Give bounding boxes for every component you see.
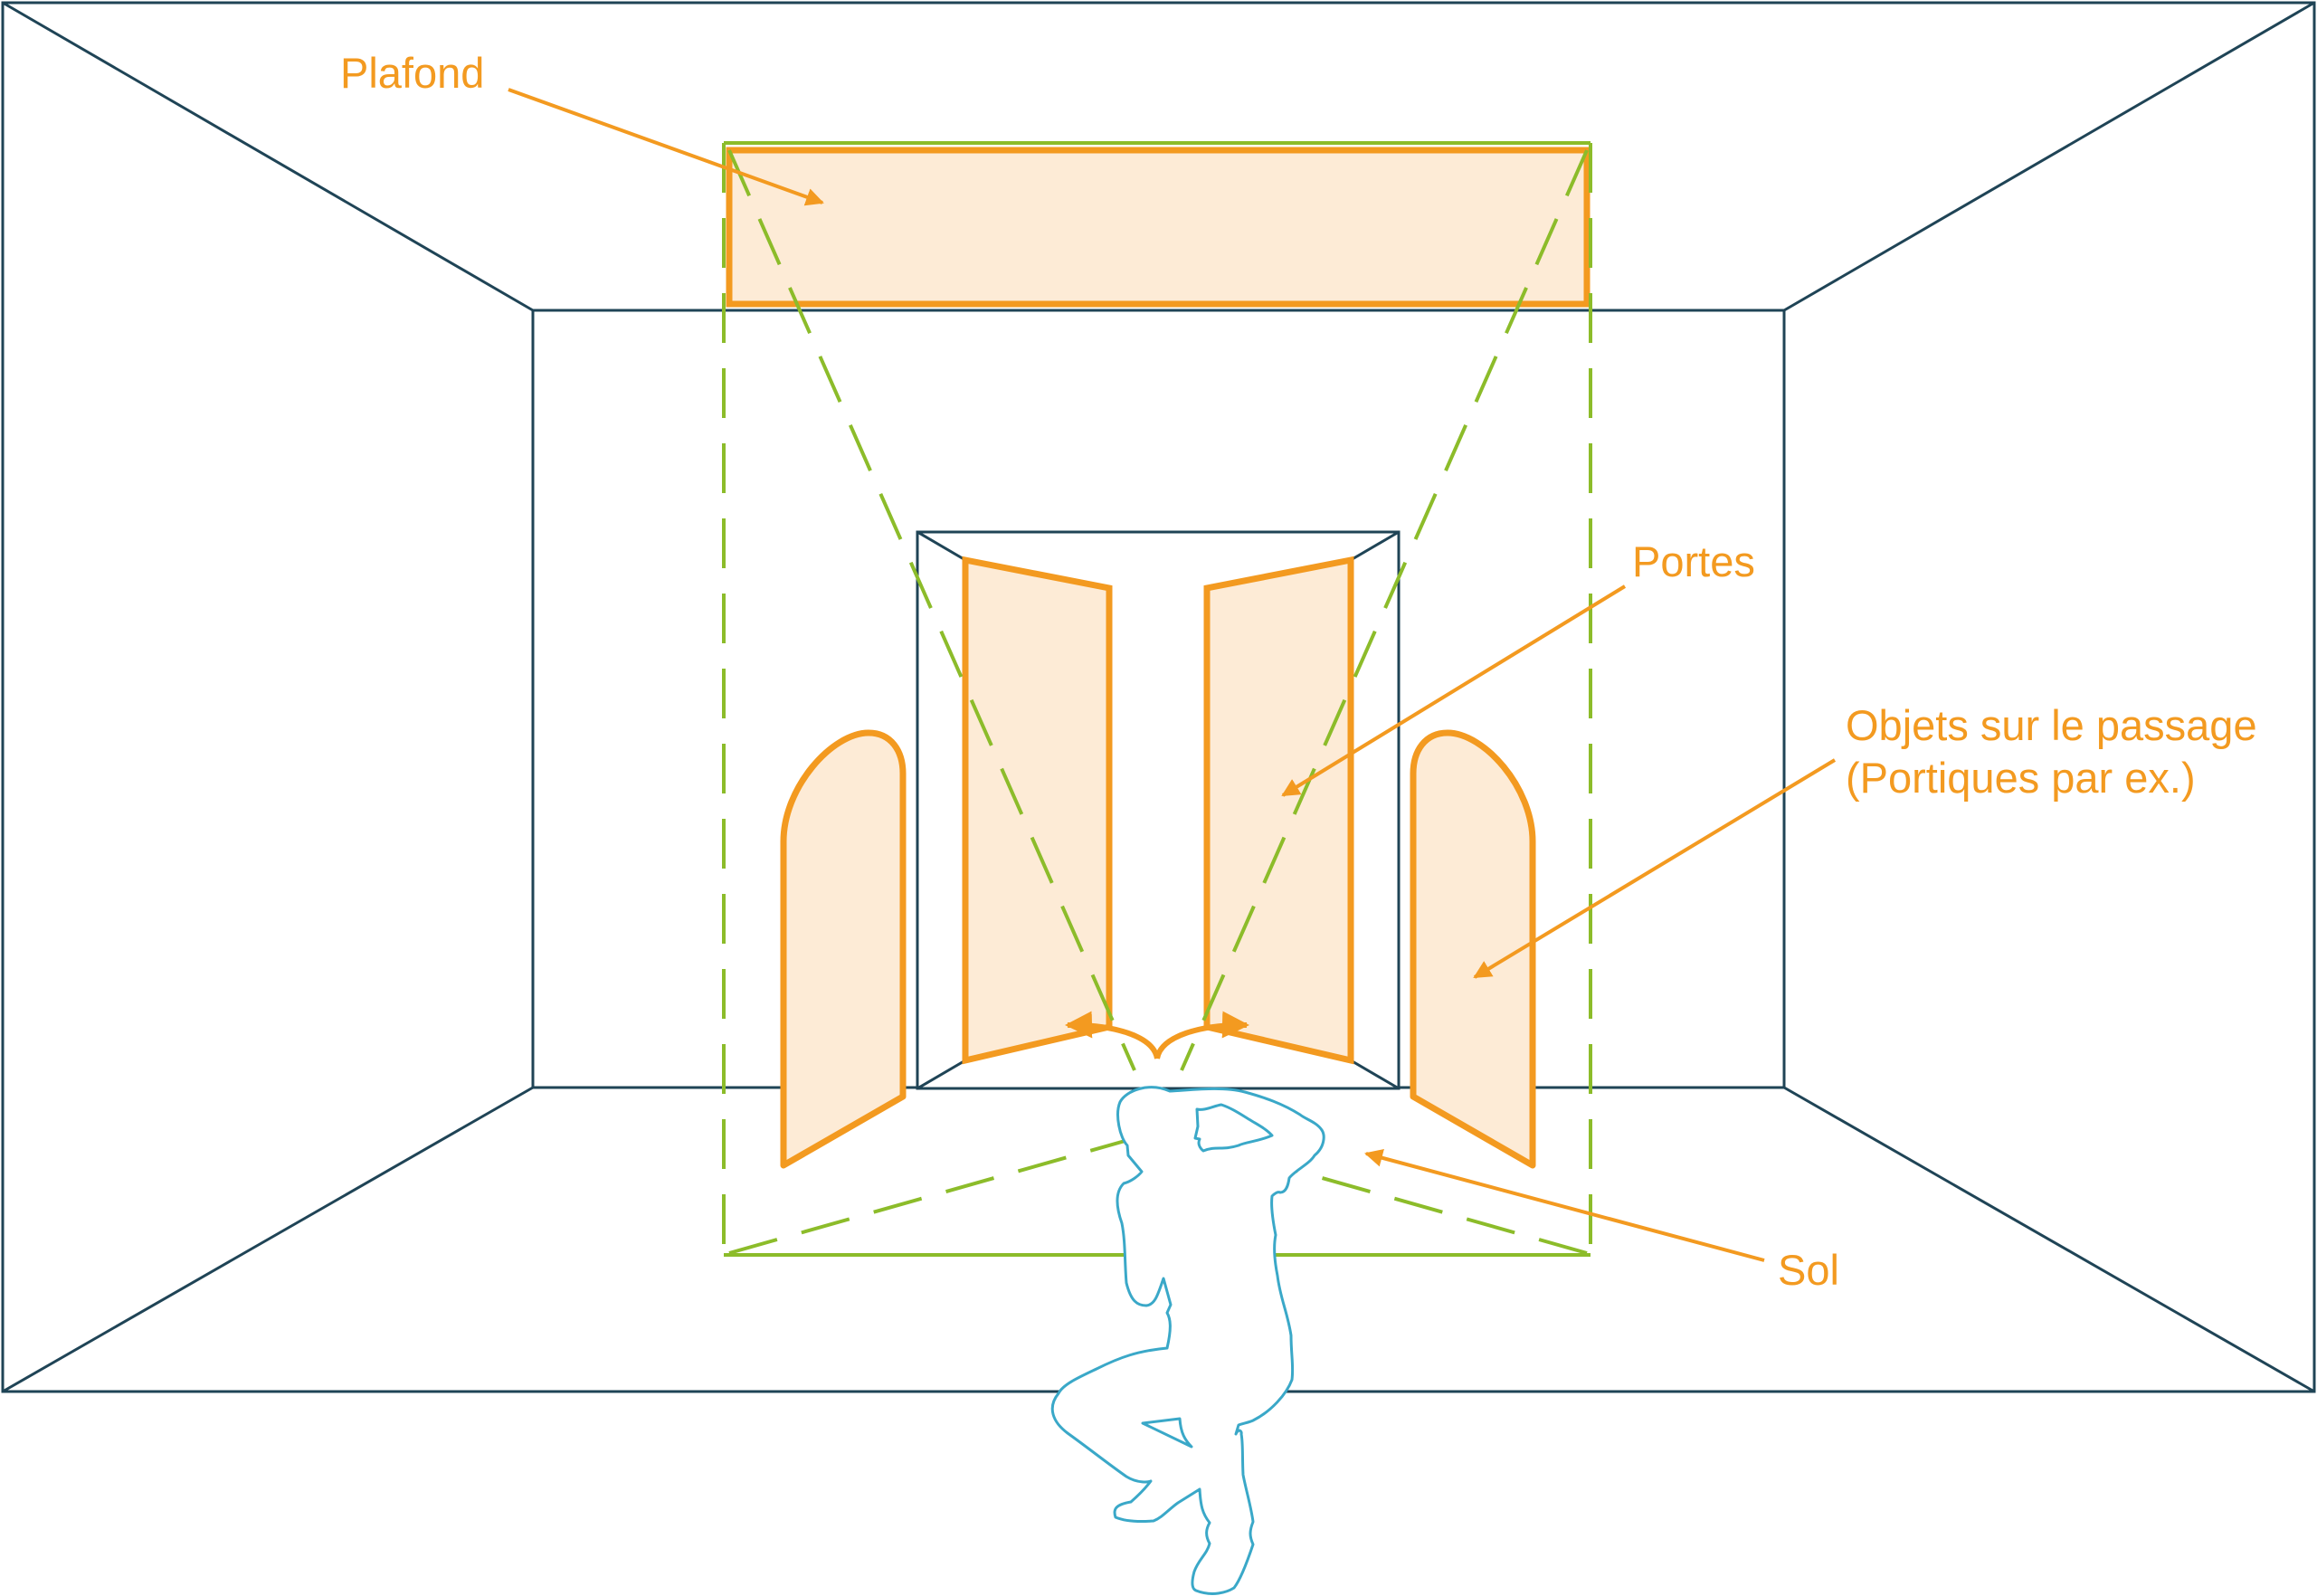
- door-swing-right: [1154, 1011, 1249, 1059]
- arrow-portes: [1281, 584, 1627, 797]
- door-leaf-left: [962, 556, 1113, 1065]
- label-sol: Sol: [1778, 1246, 1839, 1294]
- fov-ray-top-right: [1180, 149, 1589, 1071]
- ceiling-panel: [726, 147, 1591, 308]
- portique-left: [780, 729, 907, 1169]
- label-objets-line1: Objets sur le passage: [1846, 701, 2257, 749]
- door-leaf-right: [1203, 556, 1354, 1065]
- annotation-arrows: [508, 88, 1837, 1262]
- room-edge-top-right: [1783, 1, 2315, 312]
- person-body: [1050, 1086, 1325, 1595]
- arrow-objets: [1473, 758, 1837, 979]
- room-edge-bottom-right: [1783, 1086, 2315, 1393]
- person-leg-gap: [1141, 1417, 1193, 1449]
- door-swing-arrows: [1065, 1011, 1249, 1059]
- fov-ray-top-left: [727, 149, 1136, 1071]
- door-swing-left: [1065, 1011, 1160, 1059]
- arrow-sol: [1364, 1149, 1765, 1262]
- person-silhouette-icon: [1050, 1086, 1325, 1595]
- label-portes: Portes: [1632, 537, 1755, 585]
- label-plafond: Plafond: [340, 49, 484, 97]
- label-objets-line2: (Portiques par ex.): [1846, 754, 2196, 802]
- person-arm-gap: [1193, 1103, 1274, 1153]
- room-edge-top-left: [2, 1, 534, 312]
- arrow-plafond: [508, 88, 824, 206]
- portique-right: [1410, 729, 1536, 1169]
- room-edge-bottom-left: [2, 1086, 534, 1393]
